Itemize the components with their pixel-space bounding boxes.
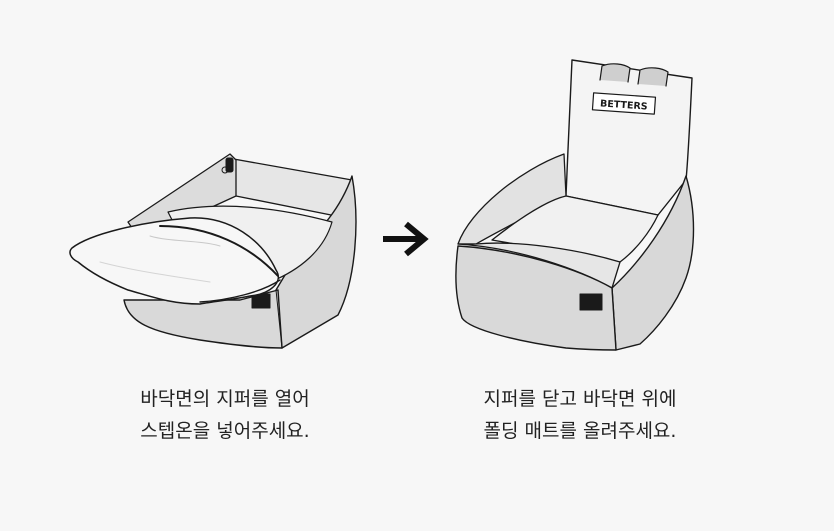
step1-caption-line2: 스텝온을 넣어주세요. [140,420,310,442]
bed2-left-wall [457,153,567,245]
betters-label-box [591,92,657,115]
step2-caption-line1: 지퍼를 닫고 바닥면 위에 [483,388,677,410]
step2-caption: 지퍼를 닫고 바닥면 위에 폴딩 매트를 올려주세요. [445,383,715,447]
zipper-opening [159,225,279,277]
zipper-opening-lower [199,279,281,303]
betters-label-text: BETTERS [600,98,648,112]
bed-seam-line [275,289,283,349]
bed2-right-wall [611,175,695,351]
right-arrow-icon [383,221,429,257]
zipper-ring-icon [221,166,229,174]
bed-front-body [123,289,283,349]
bed2-front-body [455,245,617,351]
zipper-pull-icon [225,157,234,173]
folding-mat-back [565,59,693,216]
step2-caption-line2: 폴딩 매트를 올려주세요. [483,420,677,442]
bed2-seam [611,287,617,351]
bed-right-side [275,175,357,349]
cushion-crease-2 [99,261,211,283]
step2-illustration: BETTERS [455,59,695,351]
step1-illustration [69,153,357,349]
step1-caption-line1: 바닥면의 지퍼를 열어 [140,388,310,410]
step1-caption: 바닥면의 지퍼를 열어 스텝온을 넣어주세요. [100,383,350,447]
bed2-black-patch [579,293,603,311]
bed2-front-rim [457,242,621,289]
mat-handle-left [599,63,631,83]
cushion-crease [149,235,221,247]
mat-handle-right [637,67,669,87]
